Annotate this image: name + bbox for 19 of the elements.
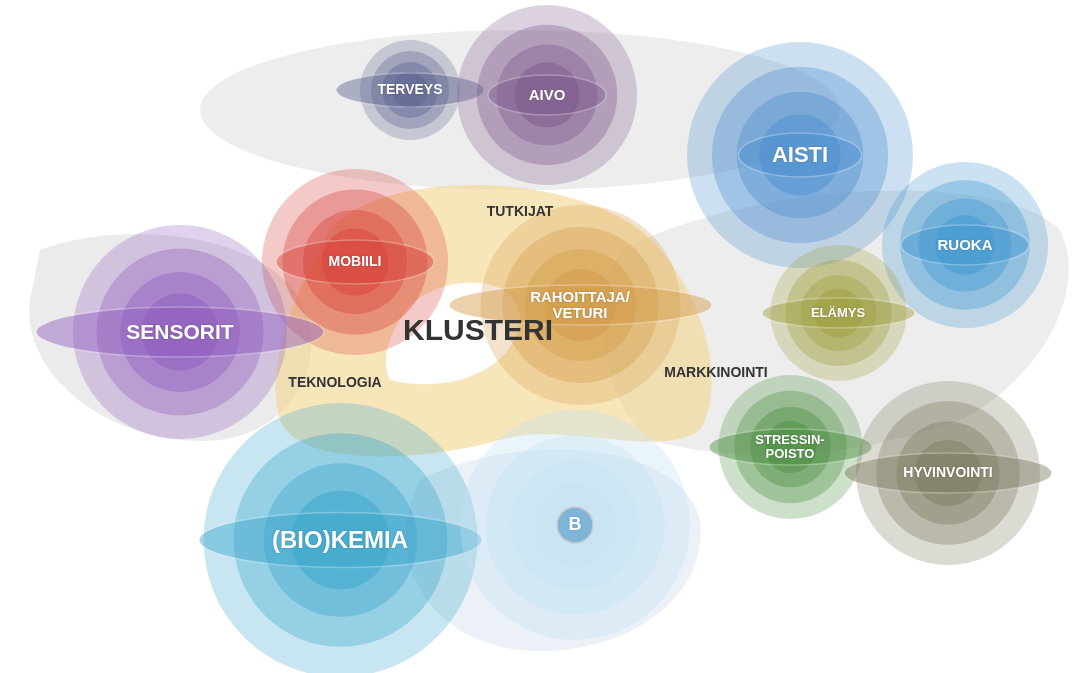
text-label: TUTKIJAT bbox=[486, 203, 554, 219]
concentric-circle-node bbox=[457, 5, 637, 185]
node-label: B bbox=[568, 515, 582, 535]
node-label: RUOKA bbox=[937, 236, 993, 254]
node-label: ELÄMYS bbox=[810, 305, 866, 321]
text-label: MARKKINOINTI bbox=[664, 364, 768, 380]
node-label: MOBIILI bbox=[328, 254, 382, 270]
node-label: AISTI bbox=[771, 142, 829, 168]
concentric-circle-node bbox=[882, 162, 1048, 328]
text-label: TEKNOLOGIA bbox=[288, 374, 382, 390]
concentric-circle-node bbox=[687, 42, 913, 268]
node-label: STRESSIN- POISTO bbox=[754, 432, 826, 462]
node-label: TERVEYS bbox=[377, 82, 443, 98]
concentric-circle-node bbox=[460, 410, 690, 640]
node-label: (BIO)KEMIA bbox=[272, 526, 408, 554]
node-label: AIVO bbox=[528, 86, 566, 104]
concentric-circle-node bbox=[843, 381, 1053, 565]
node-label: SENSORIT bbox=[126, 320, 234, 344]
node-label: HYVINVOINTI bbox=[903, 465, 993, 481]
